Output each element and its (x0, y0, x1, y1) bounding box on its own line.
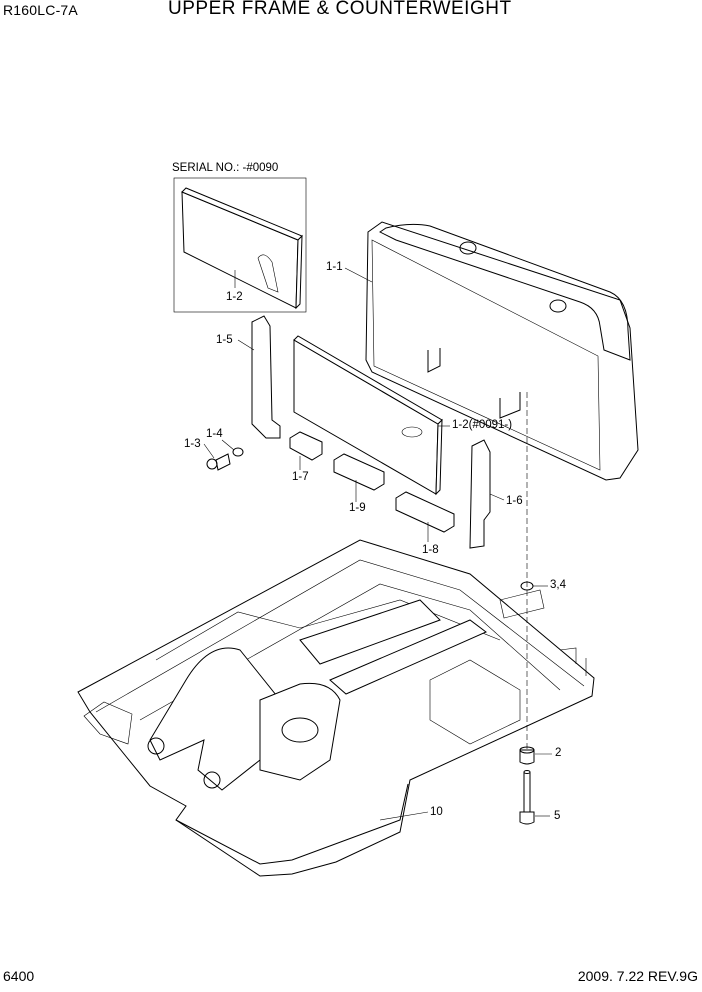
revision-date: 2009. 7.22 REV.9G (577, 968, 698, 984)
side-plate-1-5 (237, 315, 281, 439)
counterweight (344, 221, 639, 481)
callout-1-3: 1-3 (184, 438, 201, 450)
mount-hardware (519, 392, 552, 825)
serial-inset (173, 177, 307, 313)
callout-3-4: 3,4 (550, 579, 566, 591)
plate-1-2 (293, 335, 450, 496)
serial-inset-caption: SERIAL NO.: -#0090 (172, 162, 279, 174)
callout-2: 2 (555, 747, 562, 759)
callout-1-9: 1-9 (349, 502, 366, 514)
spacer-blocks (289, 431, 455, 542)
callout-1-5: 1-5 (216, 334, 233, 346)
bolt-washer (203, 439, 244, 471)
callout-1-2-new: 1-2(#0091-) (452, 419, 513, 431)
upper-frame (77, 539, 595, 877)
callout-10: 10 (430, 806, 443, 818)
callout-5: 5 (554, 810, 561, 822)
callout-1-1: 1-1 (326, 261, 343, 273)
side-plate-1-6 (469, 439, 505, 549)
page-title: UPPER FRAME & COUNTERWEIGHT (168, 0, 512, 19)
page-number: 6400 (3, 968, 35, 984)
callout-1-7: 1-7 (292, 471, 309, 483)
callout-1-6: 1-6 (506, 495, 523, 507)
callout-1-2-inset: 1-2 (226, 291, 243, 303)
callout-1-4: 1-4 (206, 428, 223, 440)
model-code: R160LC-7A (3, 2, 78, 18)
callout-1-8: 1-8 (422, 544, 439, 556)
